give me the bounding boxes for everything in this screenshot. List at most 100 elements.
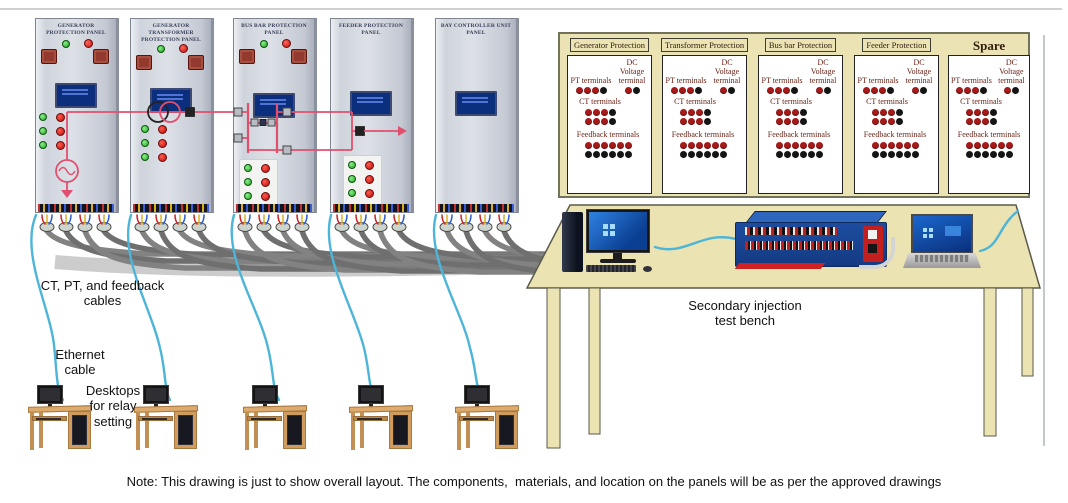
terminal-dot bbox=[887, 109, 895, 117]
terminal-dot bbox=[592, 118, 600, 126]
terminal-dot bbox=[903, 150, 911, 158]
ct-terminals-label: CT terminals bbox=[960, 97, 1002, 107]
relay-display bbox=[455, 91, 497, 116]
terminal-dot bbox=[711, 150, 719, 158]
keyboard bbox=[586, 265, 636, 272]
terminal-dot bbox=[965, 150, 973, 158]
dc-terminal-dots bbox=[614, 87, 650, 95]
terminal-dot bbox=[979, 87, 987, 95]
section-title-busbar: Bus bar Protection bbox=[758, 38, 843, 54]
terminal-dot bbox=[727, 87, 735, 95]
terminal-strip bbox=[333, 204, 409, 212]
section-title-transformer: Transformer Protection bbox=[656, 38, 753, 54]
panel-meter bbox=[188, 55, 204, 70]
terminal-dot bbox=[599, 87, 607, 95]
ethernet-cable-label: Ethernet cable bbox=[55, 347, 105, 378]
relay-setting-desk bbox=[27, 385, 93, 453]
panel-meter bbox=[136, 55, 152, 70]
terminal-dot bbox=[879, 141, 887, 149]
keyboard-tray bbox=[138, 416, 173, 421]
bench-label: Secondary injection test bench bbox=[688, 298, 802, 329]
desk-tower bbox=[178, 415, 193, 445]
terminal-dot bbox=[989, 141, 997, 149]
desktops-label: Desktops for relay setting bbox=[85, 383, 141, 429]
section-title-feeder: Feeder Protection bbox=[854, 38, 939, 54]
terminal-dot bbox=[799, 150, 807, 158]
panel-title: GENERATOR PROTECTION PANEL bbox=[46, 23, 106, 36]
terminal-dot bbox=[1005, 141, 1013, 149]
green-indicator-lamp bbox=[260, 40, 268, 48]
terminal-dot bbox=[963, 87, 971, 95]
desk-monitor bbox=[143, 385, 169, 404]
generator-protection-panel: GENERATOR PROTECTION PANEL bbox=[35, 18, 119, 213]
terminal-dot bbox=[703, 118, 711, 126]
terminal-card-busbar: PT terminals DC Voltage terminal CT term… bbox=[758, 55, 843, 194]
terminal-dot bbox=[791, 118, 799, 126]
terminal-dot bbox=[887, 118, 895, 126]
terminal-dot bbox=[592, 109, 600, 117]
terminal-dot bbox=[981, 109, 989, 117]
terminal-dot bbox=[584, 109, 592, 117]
panel-light-grid bbox=[244, 164, 270, 201]
relay-display bbox=[55, 83, 97, 108]
terminal-dot bbox=[903, 141, 911, 149]
bench-leg bbox=[588, 287, 601, 435]
feedback-terminal-dots bbox=[857, 141, 933, 158]
terminal-dot bbox=[775, 109, 783, 117]
terminal-dot bbox=[871, 109, 879, 117]
cable-bundle-underlay bbox=[54, 255, 639, 277]
terminal-dot bbox=[1011, 87, 1019, 95]
terminal-dot bbox=[807, 150, 815, 158]
terminal-dot bbox=[879, 118, 887, 126]
dc-voltage-terminal-label: DC Voltage terminal bbox=[618, 58, 646, 85]
pt-terminals-label: PT terminals bbox=[761, 75, 803, 85]
relay-display bbox=[350, 91, 392, 116]
terminal-dot bbox=[879, 150, 887, 158]
terminal-dot bbox=[687, 141, 695, 149]
terminal-dot bbox=[871, 141, 879, 149]
terminal-dot bbox=[791, 150, 799, 158]
panel-title: GENERATOR TRANSFORMER PROTECTION PANEL bbox=[141, 23, 201, 43]
terminal-dot bbox=[799, 109, 807, 117]
terminal-dot bbox=[981, 150, 989, 158]
red-indicator-lamp bbox=[84, 39, 93, 48]
feedback-terminals-label: Feedback terminals bbox=[576, 130, 640, 140]
desk-tower bbox=[72, 415, 87, 445]
terminal-dot bbox=[823, 87, 831, 95]
dc-voltage-terminal-label: DC Voltage terminal bbox=[905, 58, 933, 85]
desktop-monitor bbox=[586, 209, 650, 253]
terminal-dot bbox=[791, 109, 799, 117]
terminal-dot bbox=[989, 118, 997, 126]
terminal-dot bbox=[807, 141, 815, 149]
dc-voltage-terminal-label: DC Voltage terminal bbox=[998, 58, 1025, 85]
terminal-dot bbox=[679, 141, 687, 149]
terminal-dot bbox=[911, 150, 919, 158]
terminal-dot bbox=[911, 87, 919, 95]
terminal-dot bbox=[719, 141, 727, 149]
terminal-dot bbox=[911, 141, 919, 149]
terminal-dot bbox=[783, 109, 791, 117]
terminal-dot bbox=[971, 87, 979, 95]
terminal-dot bbox=[608, 118, 616, 126]
terminal-dot bbox=[965, 141, 973, 149]
windows-logo-icon bbox=[923, 228, 927, 232]
panel-title: BUS BAR PROTECTION PANEL bbox=[241, 23, 307, 36]
desk-monitor bbox=[37, 385, 63, 404]
keyboard-tray bbox=[353, 416, 388, 421]
terminal-dot bbox=[670, 87, 678, 95]
terminal-dot bbox=[973, 118, 981, 126]
pt-terminals-label: PT terminals bbox=[665, 75, 707, 85]
panel-meter bbox=[239, 49, 255, 64]
terminal-dot bbox=[686, 87, 694, 95]
terminal-dot bbox=[616, 150, 624, 158]
terminal-dot bbox=[695, 118, 703, 126]
ct-terminals-label: CT terminals bbox=[579, 97, 621, 107]
terminal-dot bbox=[687, 150, 695, 158]
relay-setting-desk bbox=[454, 385, 520, 453]
ct-terminal-dots bbox=[572, 109, 628, 126]
keyboard-tray bbox=[459, 416, 494, 421]
panel-meter bbox=[291, 49, 307, 64]
feedback-terminals-label: Feedback terminals bbox=[863, 130, 927, 140]
terminal-dot bbox=[775, 150, 783, 158]
